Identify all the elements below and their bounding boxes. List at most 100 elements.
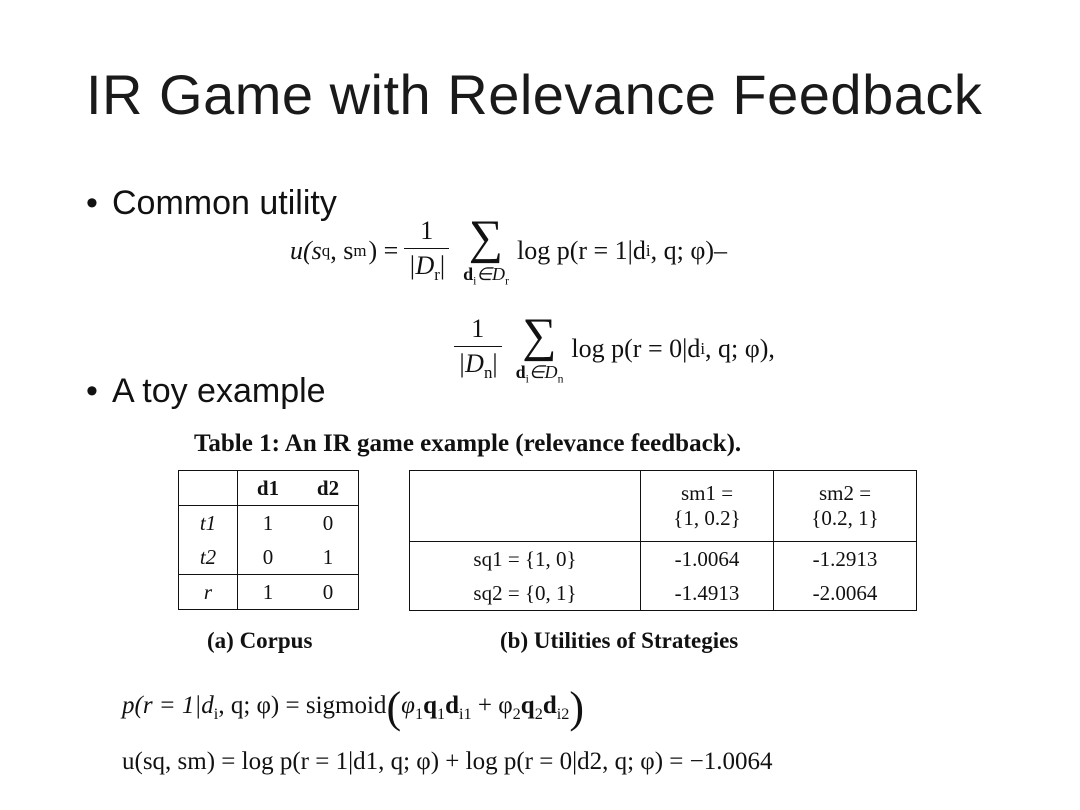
corpus-table: d1 d2 t1 1 0 t2 0 1 r 1 0 — [178, 470, 359, 610]
sum-subscript: di∈Dr — [463, 264, 509, 288]
bullet-text: Common utility — [112, 184, 337, 222]
eq-sub: 1 — [414, 705, 424, 724]
eq-text: d — [445, 692, 459, 720]
bullet-dot: • — [86, 372, 98, 410]
table-row: d1 d2 — [178, 470, 359, 506]
table-cell: -2.0064 — [812, 580, 878, 605]
slide-title: IR Game with Relevance Feedback — [86, 63, 983, 126]
eq-sub: i2 — [556, 705, 570, 724]
utilities-caption: (b) Utilities of Strategies — [500, 628, 739, 653]
table-cell: -1.0064 — [640, 541, 774, 576]
table-row: sm1 = {1, 0.2} sm2 = {0.2, 1} — [409, 470, 917, 542]
eq-sub: i — [525, 372, 529, 386]
eq-sub: m — [353, 240, 367, 260]
eq-sub: n — [483, 363, 493, 383]
table-header-cell: sm1 = {1, 0.2} — [640, 470, 774, 542]
table-header-cell: sm2 = {0.2, 1} — [773, 470, 917, 542]
table-row-label: sq2 = {0, 1} — [409, 576, 641, 611]
bullet-text: A toy example — [112, 372, 326, 410]
table-cell: 1 — [322, 544, 334, 569]
table-row: sq1 = {1, 0} -1.0064 -1.2913 — [409, 541, 917, 576]
table-cell: -1.2913 — [812, 546, 878, 571]
utility-value-formula: u(sq, sm) = log p(r = 1|d1, q; φ) + log … — [122, 748, 773, 775]
eq-text: |D — [408, 251, 435, 281]
table-cell: 1 — [262, 510, 274, 535]
eq-bar: | — [439, 251, 446, 281]
utilities-table: sm1 = {1, 0.2} sm2 = {0.2, 1} sq1 = {1, … — [409, 470, 917, 611]
frac-numerator: 1 — [420, 216, 434, 246]
table-row: t2 0 1 — [178, 540, 359, 575]
eq-text: d — [515, 362, 526, 382]
sigma-symbol: ∑ — [468, 211, 504, 264]
table-row: r 1 0 — [178, 574, 359, 610]
table-header-cell: d2 — [298, 470, 359, 506]
table-cell — [409, 470, 641, 542]
eq-bar: | — [492, 349, 498, 379]
eq-sub: r — [434, 265, 440, 285]
table-row-label: t1 — [178, 505, 238, 540]
frac-denominator: |Dr| — [404, 248, 450, 285]
fraction-dn: 1 |Dn| — [454, 314, 502, 383]
eq-sub: i — [645, 240, 651, 260]
big-paren: ) — [569, 683, 585, 732]
sum-dn: ∑ di∈Dn — [516, 312, 564, 386]
eq-text: , q; φ) = sigmoid — [218, 692, 387, 720]
header-line: sm2 = — [818, 481, 872, 505]
corpus-caption: (a) Corpus — [207, 628, 313, 653]
eq-sub: i1 — [459, 705, 472, 724]
bullet-toy-example: • A toy example — [86, 372, 326, 411]
header-line: sm1 = — [680, 481, 734, 505]
eq-sub: i — [473, 274, 477, 288]
eq-sub: i — [700, 338, 706, 358]
table-cell: -1.4913 — [640, 576, 774, 611]
eq-term1: log p(r = 1|d — [516, 235, 646, 265]
table-cell: 1 — [237, 574, 298, 610]
header-line: {1, 0.2} — [673, 506, 741, 530]
table-caption: Table 1: An IR game example (relevance f… — [194, 430, 742, 457]
sigmoid-formula: p(r = 1|di, q; φ) = sigmoid(φ1q1di1 + φ2… — [122, 682, 584, 733]
frac-numerator: 1 — [471, 314, 485, 344]
table-row: t1 1 0 — [178, 505, 359, 540]
table-cell — [178, 470, 238, 506]
eq-lhs-mid: , s — [330, 235, 354, 265]
big-paren: ( — [386, 683, 402, 732]
table-row-label: r — [178, 574, 238, 610]
eq-sub: r — [505, 274, 509, 288]
eq-term1-rest: , q; φ)– — [650, 235, 727, 265]
eq-text: d — [542, 692, 557, 720]
frac-denominator: |Dn| — [454, 346, 502, 383]
eq-text: φ — [401, 692, 415, 720]
bullet-dot: • — [86, 184, 98, 222]
eq-sub: q — [321, 240, 331, 260]
eq-sub: 1 — [436, 705, 446, 724]
eq-text: q — [423, 692, 437, 720]
eq-sub: i — [213, 705, 219, 724]
sum-dr: ∑ di∈Dr — [463, 214, 509, 288]
table-cell: 0 — [298, 574, 359, 610]
sigma-symbol: ∑ — [522, 309, 557, 362]
eq-sub: 2 — [534, 705, 543, 724]
table-row-label: t2 — [178, 540, 238, 575]
eq-text: p(r = 1|d — [122, 692, 214, 720]
eq-term2: log p(r = 0|d — [571, 333, 701, 363]
eq-text: |D — [458, 349, 484, 379]
bullet-common-utility: • Common utility — [86, 184, 337, 223]
header-line: {0.2, 1} — [811, 506, 879, 530]
fraction-dr: 1 |Dr| — [404, 216, 450, 285]
eq-term2-rest: , q; φ), — [705, 333, 775, 363]
eq-text: q — [520, 692, 535, 720]
eq-equals: ) = — [368, 235, 399, 265]
table-cell: 0 — [262, 544, 274, 569]
eq-text: ∈D — [476, 264, 506, 284]
table-cell: 0 — [322, 510, 334, 535]
eq-text: ∈D — [528, 362, 558, 382]
eq-text: d — [463, 264, 474, 284]
eq-sub: n — [557, 372, 564, 386]
table-header-cell: d1 — [237, 470, 298, 506]
sum-subscript: di∈Dn — [516, 362, 564, 386]
eq-sub: 2 — [512, 705, 521, 724]
table-row-label: sq1 = {1, 0} — [409, 541, 641, 576]
eq-lhs: u(s — [290, 235, 322, 265]
